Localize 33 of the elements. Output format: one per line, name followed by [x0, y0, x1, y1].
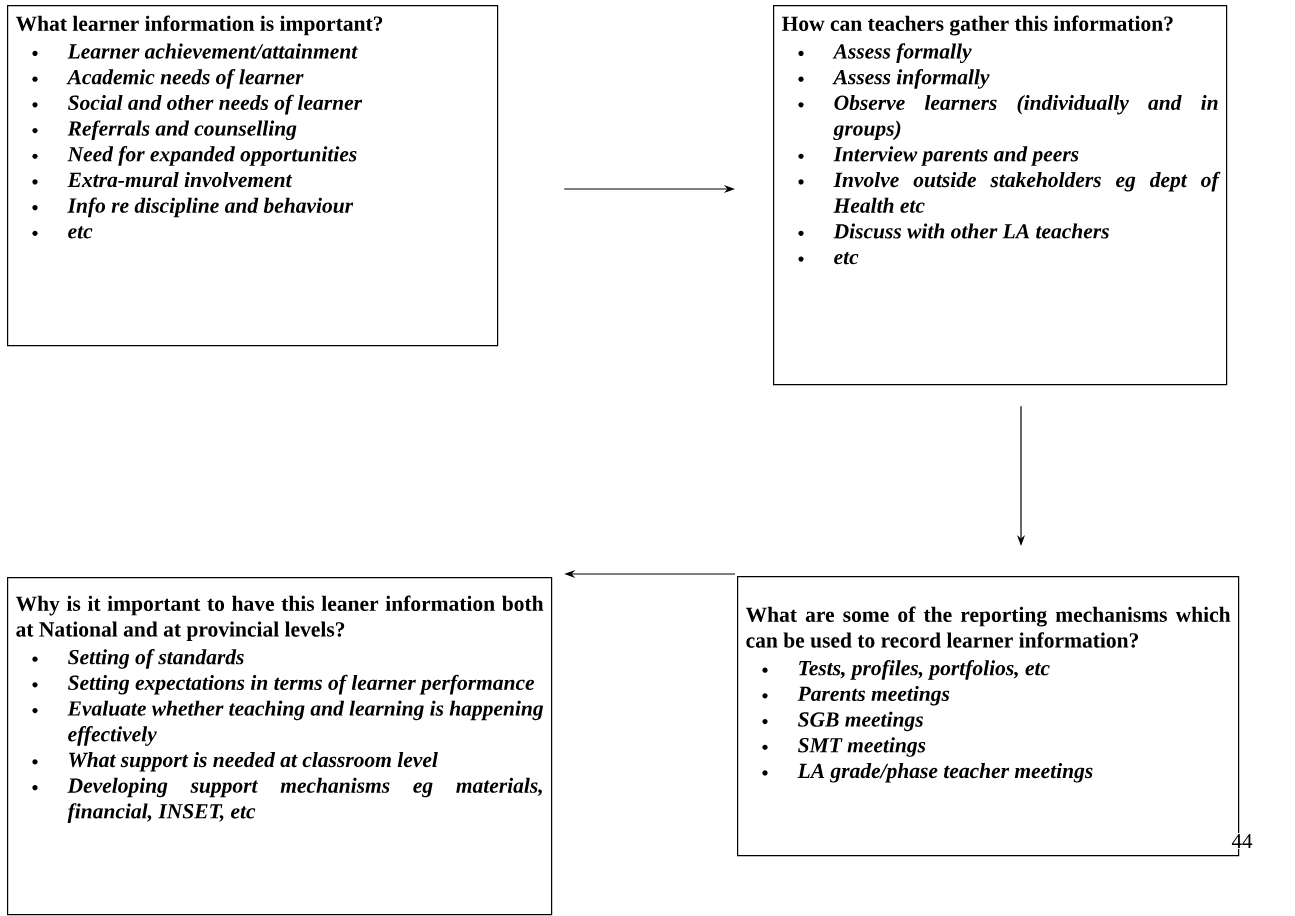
list-item: Referrals and counselling: [32, 120, 297, 141]
list-item: Extra-mural involvement: [32, 172, 293, 188]
list-item: Academic needs of learner: [32, 69, 304, 89]
list-item: Developing support mechanisms eg materials, financial, INSET, etc: [32, 777, 542, 823]
list-item: Need for expanded opportunities: [32, 146, 357, 166]
list-item: SGB meetings: [762, 711, 923, 732]
list-item: Interview parents and peers: [798, 146, 1079, 166]
list-item: Evaluate whether teaching and learning is happening effectively: [32, 700, 544, 746]
list-item: Setting of standards: [32, 649, 244, 669]
heading: What learner information is important?: [15, 15, 383, 36]
list-item: Learner achievement/attainment: [32, 43, 358, 59]
list-item: Setting expectations in terms of learner performance: [32, 674, 535, 695]
list-item: Observe learners (individually and in groups): [798, 94, 1218, 141]
list-item: Assess formally: [798, 43, 972, 64]
heading: What are some of the reporting mechanisms which can be used to record learner information?: [745, 606, 1231, 648]
list-item: Involve outside stakeholders eg dept of Health etc: [798, 171, 1221, 213]
list-item: etc: [32, 226, 93, 239]
list-item: Info re discipline and behaviour: [32, 197, 354, 218]
list-item: Parents meetings: [762, 685, 950, 706]
list-item: Tests, profiles, portfolios, etc: [762, 660, 1050, 680]
list-item: Discuss with other LA teachers: [798, 223, 1109, 239]
heading: How can teachers gather this information?: [781, 15, 1173, 36]
page-number: 44: [1230, 833, 1254, 849]
heading: Why is it important to have this leaner information both at National and at provincial levels?: [15, 595, 544, 641]
text-box: [7, 5, 499, 347]
list-item: LA grade/phase teacher meetings: [762, 763, 1093, 783]
list-item: Social and other needs of learner: [32, 94, 363, 115]
list-item: SMT meetings: [762, 737, 926, 757]
text-box: [773, 5, 1228, 386]
list-item: etc: [798, 251, 859, 265]
list-item: What support is needed at classroom level: [32, 752, 438, 772]
text-box: [7, 577, 553, 916]
list-item: Assess informally: [798, 69, 990, 89]
